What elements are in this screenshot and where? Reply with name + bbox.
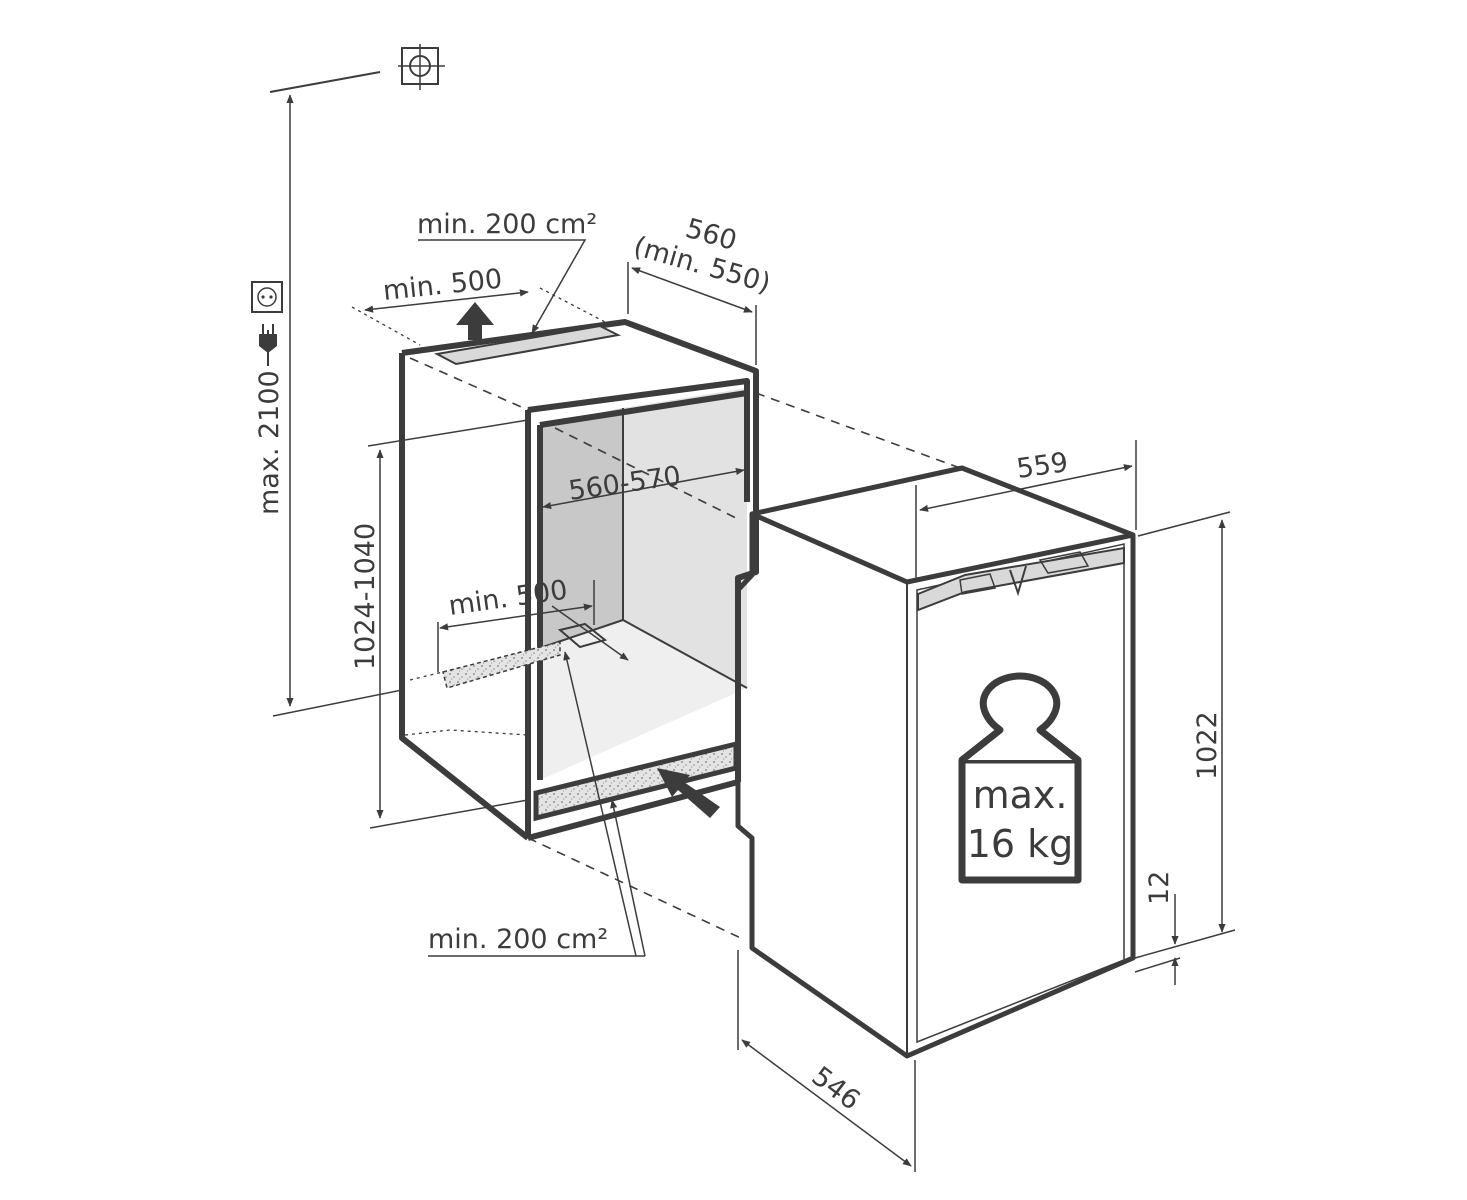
appliance-depth-label: 546: [806, 1061, 866, 1117]
cabinet-top-edge: [401, 319, 759, 500]
socket-height-label: max. 2100: [254, 370, 285, 515]
bottom-vent-label: min. 200 cm²: [428, 924, 608, 955]
appliance: [735, 465, 1136, 1059]
appliance-body: [735, 465, 1136, 1059]
top-vent-label: min. 200 cm²: [417, 209, 597, 240]
niche-height-label: 1024-1040: [350, 523, 381, 670]
water-connection-icon: [269, 44, 445, 93]
dim-top-vent: min. 200 cm²: [417, 209, 597, 334]
niche-cabinet: [399, 319, 961, 941]
power-plug-icon: [259, 324, 277, 366]
max-load-line2: 16 kg: [967, 822, 1074, 866]
dim-appliance-depth: 546: [737, 950, 916, 1172]
dim-appliance-width: 559: [915, 440, 1137, 582]
arrow-in-icon: [657, 768, 720, 818]
cabinet-bottom-edge: [527, 779, 739, 841]
appliance-height-label: 1022: [1192, 711, 1223, 780]
dim-niche-height: 1024-1040: [350, 419, 529, 829]
arrow-up-icon: [456, 302, 494, 340]
base-gap-label: 12: [1144, 871, 1175, 905]
dim-niche-depth: 560 (min. 550): [627, 213, 774, 365]
weight-icon: max. 16 kg: [958, 672, 1082, 884]
dim-base-gap: 12: [1134, 871, 1181, 985]
top-vent-slot: [433, 324, 622, 366]
power-socket-icon: [251, 281, 283, 313]
appliance-width-label: 559: [1015, 447, 1070, 485]
max-load-line1: max.: [973, 773, 1068, 817]
cavity-side-wall: [623, 388, 747, 688]
cabinet-left-edge: [399, 353, 530, 841]
opening-top: [527, 378, 750, 502]
top-clearance-label: min. 500: [381, 264, 503, 307]
dim-socket-height: max. 2100: [251, 94, 403, 717]
dim-appliance-height: 1022: [1134, 511, 1236, 959]
dim-bottom-vent: min. 200 cm²: [428, 651, 646, 957]
control-panel: [917, 546, 1125, 612]
